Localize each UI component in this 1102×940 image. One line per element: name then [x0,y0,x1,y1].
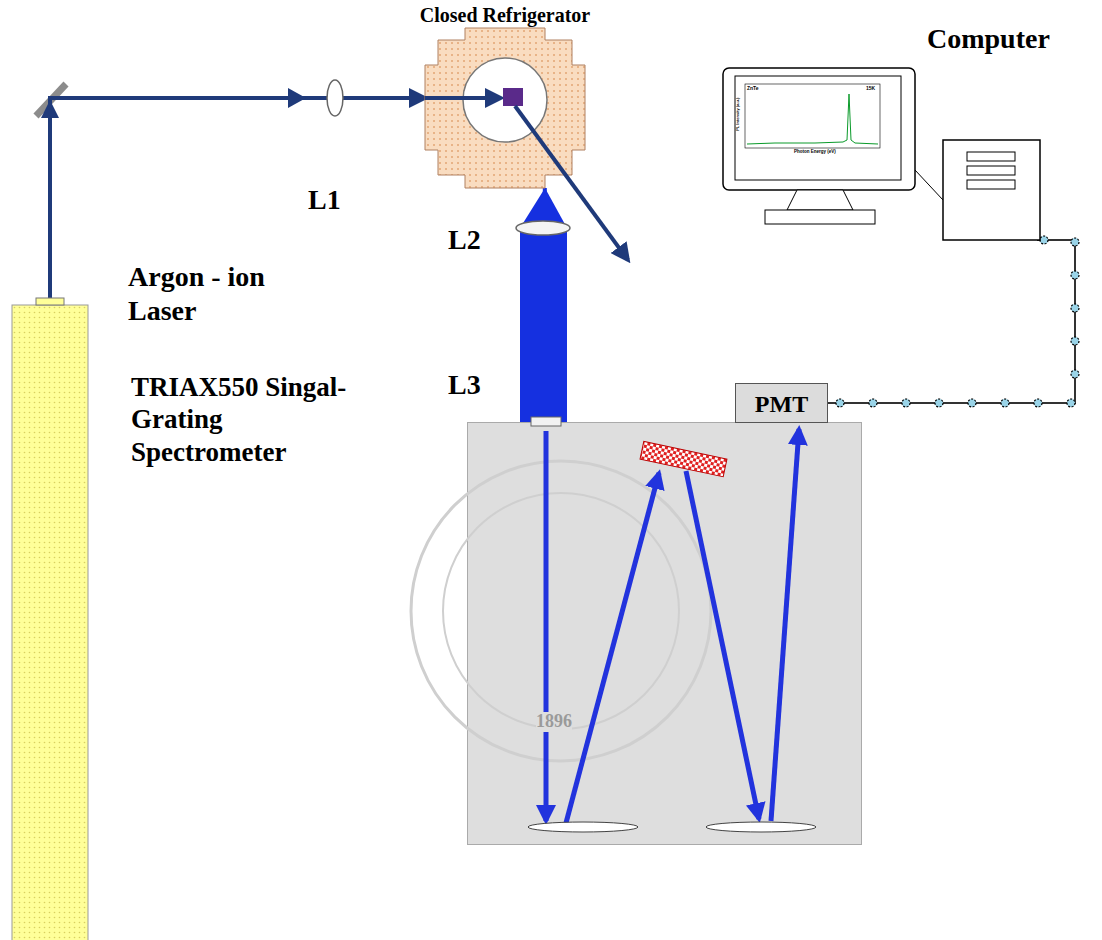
sample [503,88,523,106]
signal-cable [828,240,1075,403]
cable-bead [968,399,976,407]
screen-axis: PL Intensity (a.u.) [736,98,740,131]
cryostat: Closed Refrigerator [425,28,585,188]
lens-label: L1 [308,185,341,216]
laser-beam [425,96,501,100]
node-label: Computer [927,22,1077,56]
cryostat-shape [425,28,585,188]
watermark: 1896 [536,712,572,732]
cable-bead [1071,304,1079,312]
pmt-box: PMT [735,383,828,423]
screen-text: 15K [866,86,875,92]
spectrometer: TRIAX550 Singal-Grating Spectrometer [467,422,862,845]
node-label: PMT [736,384,827,419]
lens-label: L3 [448,370,481,401]
cable-bead [1071,337,1079,345]
cable-bead [935,399,943,407]
cryostat-body [425,28,585,188]
beam-arrowhead [288,88,306,108]
beam-arrowhead [41,100,59,118]
spectrometer-optics [468,423,863,846]
cable-bead [869,399,877,407]
lens-l1 [327,80,343,116]
cable-bead [1071,271,1079,279]
laser-body [12,305,88,940]
node-label: Closed Refrigerator [385,3,625,27]
lens-l2 [516,221,570,235]
cable-bead [1034,399,1042,407]
reflected-beam [515,106,628,260]
node-label: Argon - ion Laser [128,260,303,327]
screen-axis: Photon Energy (eV) [794,150,836,155]
cable-bead [1040,236,1048,244]
cable-bead [1067,399,1075,407]
computer-drawing [715,60,1040,245]
node-label: TRIAX550 Singal-Grating Spectrometer [131,371,366,468]
cable-bead [836,399,844,407]
cable-bead [1001,399,1009,407]
cable-bead [1071,370,1079,378]
laser: Argon - ion Laser [12,305,88,940]
cable-bead [902,399,910,407]
lens-label: L2 [448,225,481,256]
computer: Computer [715,60,1040,245]
cable-bead [1071,238,1079,246]
screen-text: ZnTe [747,86,759,92]
